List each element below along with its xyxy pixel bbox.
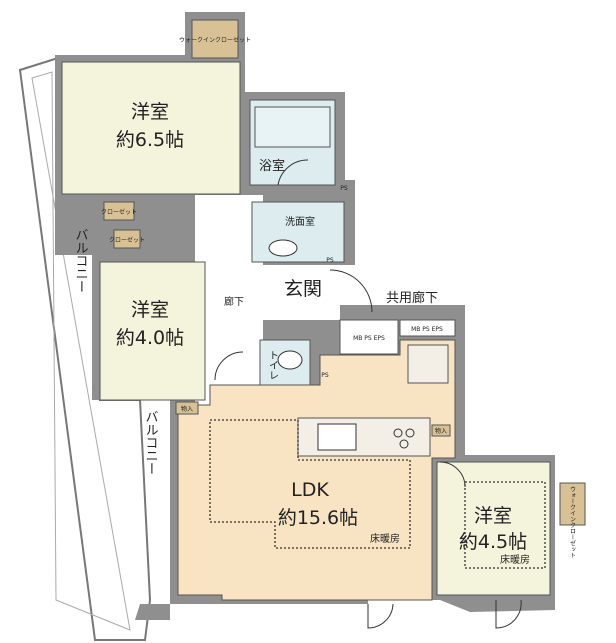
room-4-0-name: 洋室 bbox=[131, 299, 169, 321]
ldk-floor-heating-label: 床暖房 bbox=[370, 532, 400, 545]
ldk-floor-heating-area bbox=[209, 419, 411, 549]
room-4-0-size: 約4.0帖 bbox=[116, 327, 184, 349]
storage-2-label: 物入 bbox=[435, 427, 447, 435]
kitchen-sink-icon bbox=[317, 423, 357, 451]
walk-in-closet-right bbox=[559, 482, 586, 526]
fridge-space bbox=[407, 344, 449, 384]
balcony-1-label: バルコニー bbox=[73, 228, 89, 293]
door-swing bbox=[214, 351, 244, 381]
room-6-5-size: 約6.5帖 bbox=[116, 129, 184, 151]
closet-2 bbox=[113, 229, 141, 249]
door-swing bbox=[277, 159, 309, 186]
ps-3-label: PS bbox=[340, 185, 348, 192]
common-corridor-label: 共用廊下 bbox=[386, 290, 438, 306]
western-room-4-0 bbox=[99, 261, 206, 401]
walk-in-closet-top-label: ウォークインクローゼット bbox=[179, 36, 251, 44]
sink-icon bbox=[268, 239, 298, 257]
walk-in-closet-top bbox=[191, 19, 239, 59]
toilet-icon bbox=[277, 350, 303, 370]
western-room-4-5 bbox=[436, 461, 551, 596]
washroom-label: 洗面室 bbox=[285, 215, 315, 228]
room-4-5-floor-heating-area bbox=[464, 481, 546, 569]
toilet-label: トイレ bbox=[267, 350, 279, 380]
closet-1 bbox=[103, 201, 135, 221]
bathtub bbox=[254, 106, 331, 148]
stove-icon bbox=[405, 428, 415, 438]
room-4-5-name: 洋室 bbox=[474, 505, 512, 527]
entrance-area bbox=[240, 265, 340, 320]
stove-icon bbox=[393, 428, 403, 438]
door-swing bbox=[367, 603, 394, 629]
room-4-5-size: 約4.5帖 bbox=[459, 531, 527, 553]
room-4-5-floor-heating-label: 床暖房 bbox=[500, 553, 530, 566]
entrance-label: 玄関 bbox=[284, 278, 322, 300]
ldk-size: 約15.6帖 bbox=[278, 507, 358, 529]
door-swing bbox=[329, 269, 373, 313]
washroom bbox=[251, 201, 345, 263]
western-room-6-5 bbox=[61, 61, 241, 195]
mb-ps-eps-2-label: MB PS EPS bbox=[411, 326, 443, 333]
ldk bbox=[177, 339, 456, 601]
ldk-name: LDK bbox=[291, 479, 329, 501]
door-swing bbox=[439, 461, 466, 488]
ps-2-label: PS bbox=[321, 372, 329, 379]
room-6-5-name: 洋室 bbox=[131, 101, 169, 123]
hallway-label: 廊下 bbox=[224, 295, 244, 308]
storage-1-label: 物入 bbox=[181, 405, 193, 413]
balcony-2-label: バルコニー bbox=[143, 410, 159, 475]
closet-1-label: クローゼット bbox=[101, 208, 137, 216]
mb-ps-eps-2 bbox=[399, 319, 456, 337]
balcony-left-inner bbox=[31, 71, 131, 631]
mb-ps-eps-1 bbox=[339, 319, 399, 355]
walk-in-closet-right-label: ウォークインクローゼット bbox=[569, 486, 576, 558]
storage-1 bbox=[175, 401, 199, 415]
closet-2-label: クローゼット bbox=[109, 236, 145, 244]
ps-1-label: PS bbox=[326, 257, 334, 264]
bathroom-label: 浴室 bbox=[259, 158, 285, 174]
mb-ps-eps-1-label: MB PS EPS bbox=[353, 335, 385, 342]
stove-icon bbox=[399, 439, 409, 449]
door-swing bbox=[495, 599, 522, 629]
storage-2 bbox=[431, 424, 451, 437]
